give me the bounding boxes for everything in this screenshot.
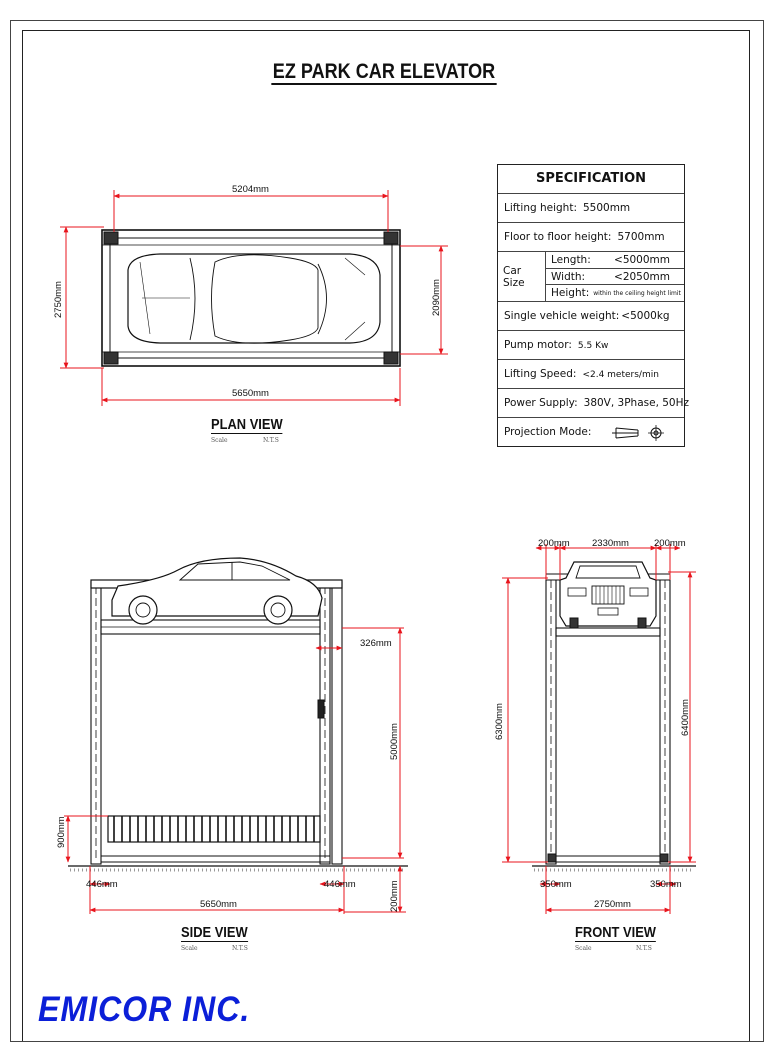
spec-pump: Pump motor:5.5 Kw (498, 330, 684, 359)
front-dim-top-left: 200mm (538, 538, 570, 549)
car-size-label: Car Size (498, 252, 546, 301)
spec-power: Power Supply:380V, 3Phase, 50Hz (498, 388, 689, 417)
side-dim-height: 5000mm (389, 723, 400, 760)
plan-dim-bottom: 5650mm (232, 388, 269, 399)
spec-speed: Lifting Speed:<2.4 meters/min (498, 359, 684, 388)
front-view-scale-value: N.T.S (636, 945, 652, 952)
plan-view-label: PLAN VIEW (211, 416, 283, 434)
plan-dim-left: 2750mm (53, 281, 64, 318)
side-dim-width: 5650mm (200, 899, 237, 910)
plan-view-dimensions (60, 190, 448, 406)
spec-lifting-height: Lifting height:5500mm (498, 193, 684, 222)
front-dim-top-mid: 2330mm (592, 538, 629, 549)
plan-view-scale-label: Scale (211, 437, 228, 444)
front-dim-bottom-right: 350mm (650, 879, 682, 890)
front-view-label: FRONT VIEW (575, 924, 656, 942)
side-view-label: SIDE VIEW (181, 924, 248, 942)
plan-dim-top: 5204mm (232, 184, 269, 195)
plan-dim-right: 2090mm (431, 279, 442, 316)
spec-heading: SPECIFICATION (535, 171, 647, 186)
front-view-dimensions (502, 544, 696, 914)
side-view-drawing (68, 557, 408, 872)
side-view-scale-value: N.T.S (232, 945, 248, 952)
plan-view-drawing (101, 229, 401, 367)
company-logo: EMICOR INC. (38, 990, 251, 1029)
side-view-dimensions (64, 627, 406, 914)
side-dim-pit: 200mm (389, 880, 400, 912)
car-width: Width:<2050mm (546, 269, 684, 286)
car-height: Height:within the ceiling height limit (551, 287, 681, 300)
spec-floor-height: Floor to floor height:5700mm (498, 222, 684, 251)
side-view-scale-label: Scale (181, 945, 198, 952)
front-dim-right-height: 6400mm (680, 699, 691, 736)
side-dim-rail: 900mm (56, 816, 67, 848)
projection-symbol-icon (612, 425, 664, 441)
side-dim-left-post: 446mm (86, 879, 118, 890)
front-dim-width: 2750mm (594, 899, 631, 910)
drawing-title: EZ PARK CAR ELEVATOR (271, 60, 497, 85)
front-view-scale-label: Scale (575, 945, 592, 952)
front-dim-bottom-left: 350mm (540, 879, 572, 890)
plan-view-scale-value: N.T.S (263, 437, 279, 444)
car-length: Length:<5000mm (546, 252, 684, 269)
spec-projection: Projection Mode: (498, 417, 684, 446)
side-dim-right-post: 446mm (324, 879, 356, 890)
specification-table: SPECIFICATION Lifting height:5500mm Floo… (497, 164, 689, 447)
front-view-drawing (532, 561, 696, 872)
front-dim-top-right: 200mm (654, 538, 686, 549)
spec-car-size: Car Size Length:<5000mm Width:<2050mm He… (498, 251, 684, 301)
front-dim-left-height: 6300mm (494, 703, 505, 740)
side-dim-326: 326mm (360, 638, 392, 649)
spec-weight: Single vehicle weight:<5000kg (498, 301, 684, 330)
